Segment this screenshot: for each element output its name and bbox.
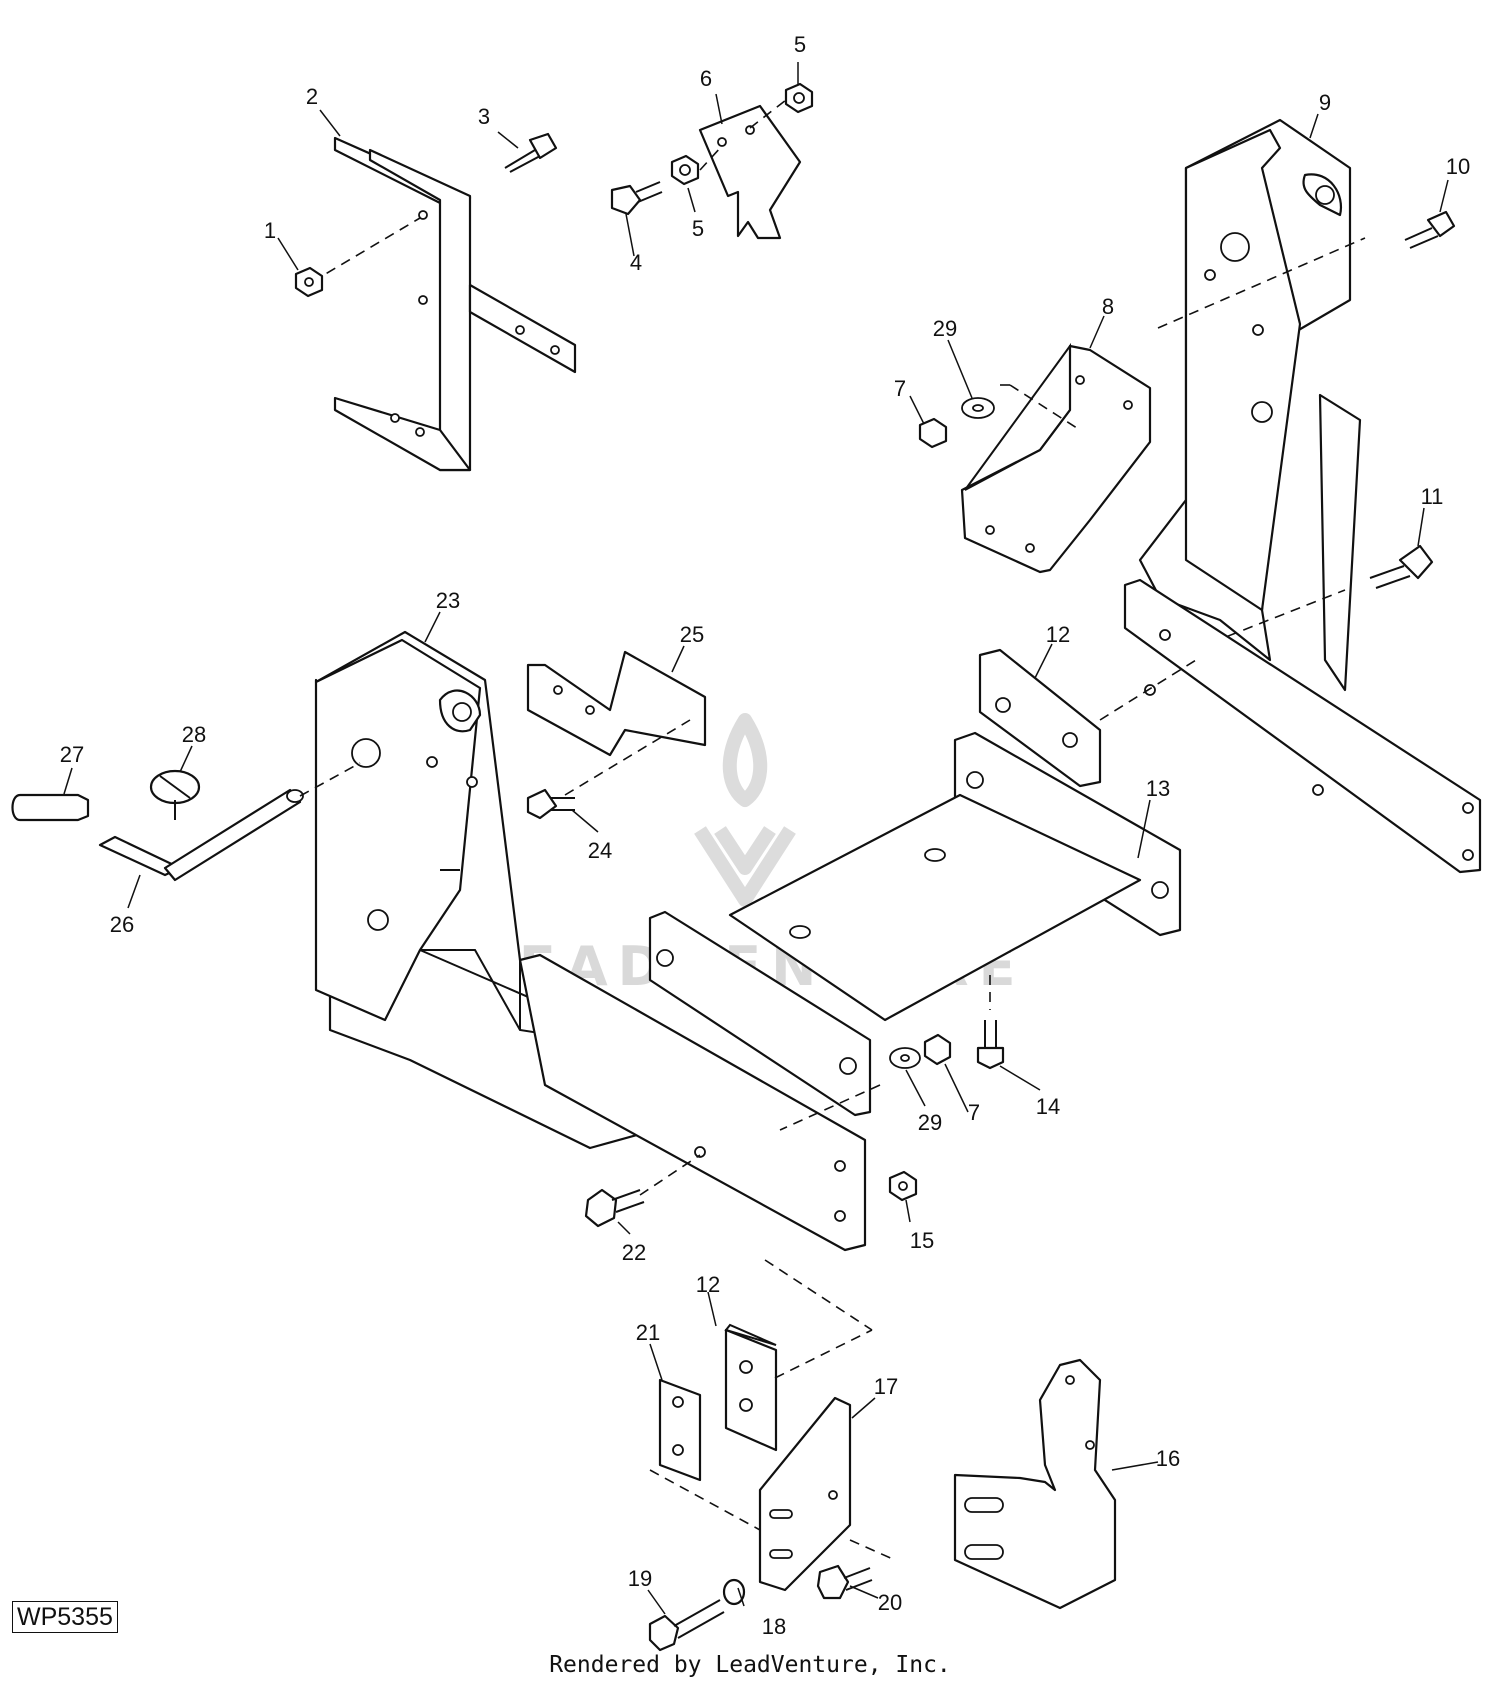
part-19-bolt <box>648 1599 725 1652</box>
callout-26: 26 <box>110 912 134 937</box>
part-27-grip <box>11 793 90 822</box>
part-24-bolt <box>526 788 575 820</box>
figure-id-label: WP5355 <box>12 1601 118 1633</box>
part-2-bracket <box>311 136 577 472</box>
callout-6: 6 <box>700 66 712 91</box>
callout-23: 23 <box>436 588 460 613</box>
part-17-bracket <box>649 1259 896 1592</box>
part-16-bracket <box>953 1358 1117 1610</box>
callouts: 1 2 3 4 5 5 6 7 7 8 9 10 11 12 12 13 14 <box>60 32 1470 1639</box>
callout-10: 10 <box>1446 154 1470 179</box>
part-21-plate <box>658 1378 702 1482</box>
callout-28: 28 <box>182 722 206 747</box>
part-25-channel <box>526 650 707 796</box>
callout-19: 19 <box>628 1566 652 1591</box>
callout-15: 15 <box>910 1228 934 1253</box>
part-7-nut-lower <box>923 1033 952 1066</box>
part-13-plate <box>648 731 1182 1117</box>
part-4-bolt <box>610 181 663 216</box>
part-23-arm <box>518 953 881 1252</box>
callout-29a: 29 <box>933 316 957 341</box>
callout-21: 21 <box>636 1320 660 1345</box>
part-28-linch-pin <box>149 769 201 820</box>
callout-5b: 5 <box>692 216 704 241</box>
part-20-bolt <box>816 1564 873 1600</box>
callout-25: 25 <box>680 622 704 647</box>
callout-2: 2 <box>306 84 318 109</box>
part-5-nuts <box>670 82 814 186</box>
callout-11: 11 <box>1421 484 1444 509</box>
callout-7b: 7 <box>968 1100 980 1125</box>
part-22-bolt <box>584 1188 645 1228</box>
part-14-bolt <box>976 1020 1005 1070</box>
callout-29b: 29 <box>918 1110 942 1135</box>
part-26-pin <box>98 762 361 882</box>
callout-13: 13 <box>1146 776 1170 801</box>
part-6-plate <box>698 99 802 240</box>
part-29-washer-lower <box>889 1047 921 1069</box>
callout-12a: 12 <box>1046 622 1070 647</box>
part-7-nut-top <box>918 417 948 449</box>
callout-22: 22 <box>622 1240 646 1265</box>
part-9-upright <box>1138 118 1366 692</box>
part-29-washer-top <box>961 384 1010 419</box>
part-3-bolt <box>504 132 558 173</box>
callout-3: 3 <box>478 104 490 129</box>
callout-1: 1 <box>264 218 276 243</box>
callout-17: 17 <box>874 1374 898 1399</box>
callout-8: 8 <box>1102 294 1114 319</box>
callout-16: 16 <box>1156 1446 1180 1471</box>
part-11-bolt <box>1369 544 1434 589</box>
part-9-arm <box>1123 578 1482 874</box>
part-10-bolt <box>1404 210 1456 249</box>
callout-12b: 12 <box>696 1272 720 1297</box>
callout-9: 9 <box>1319 90 1331 115</box>
part-18-washer <box>722 1578 746 1606</box>
callout-7a: 7 <box>894 376 906 401</box>
callout-4: 4 <box>630 250 642 275</box>
part-12-plate-lower <box>724 1323 778 1452</box>
callout-24: 24 <box>588 838 612 863</box>
callout-27: 27 <box>60 742 84 767</box>
part-15-nut <box>888 1170 918 1202</box>
callout-20: 20 <box>878 1590 902 1615</box>
part-12-plate-upper <box>978 648 1197 788</box>
footer-credit: Rendered by LeadVenture, Inc. <box>549 1652 951 1678</box>
part-8-bracket <box>960 342 1152 574</box>
callout-14: 14 <box>1036 1094 1060 1119</box>
part-1-nut <box>294 266 324 298</box>
callout-5a: 5 <box>794 32 806 57</box>
callout-18: 18 <box>762 1614 786 1639</box>
